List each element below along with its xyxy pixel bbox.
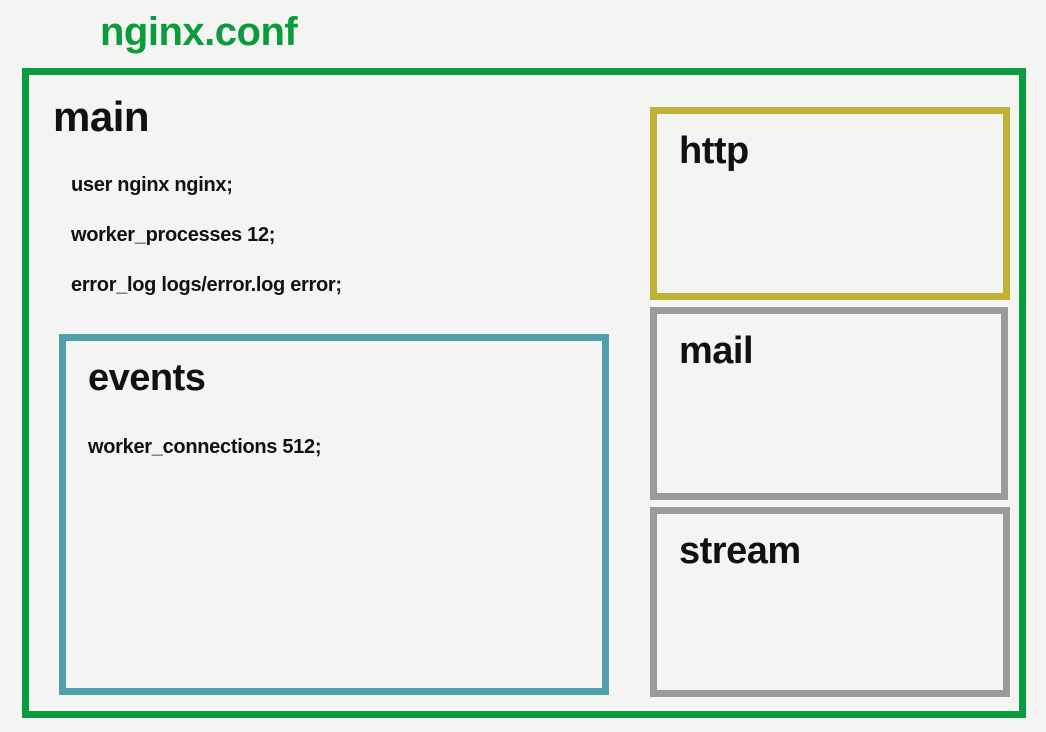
main-block-label: main [53, 93, 150, 140]
events-context-block: events worker_connections 512; [59, 334, 609, 695]
diagram-title: nginx.conf [100, 10, 298, 54]
main-directives: user nginx nginx; worker_processes 12; e… [71, 175, 342, 325]
directive-worker-processes: worker_processes 12; [71, 224, 276, 246]
http-block-label: http [679, 130, 749, 172]
events-block-label: events [88, 357, 206, 399]
http-context-block: http [650, 107, 1010, 300]
stream-context-block: stream [650, 507, 1010, 697]
directive-error-log: error_log logs/error.log error; [71, 274, 342, 296]
stream-block-label: stream [679, 530, 801, 572]
directive-user: user nginx nginx; [71, 174, 233, 196]
directive-worker-connections: worker_connections 512; [88, 436, 322, 458]
main-context-block: main user nginx nginx; worker_processes … [22, 68, 1026, 718]
events-directives: worker_connections 512; [88, 436, 322, 487]
mail-context-block: mail [650, 307, 1008, 500]
mail-block-label: mail [679, 330, 754, 372]
